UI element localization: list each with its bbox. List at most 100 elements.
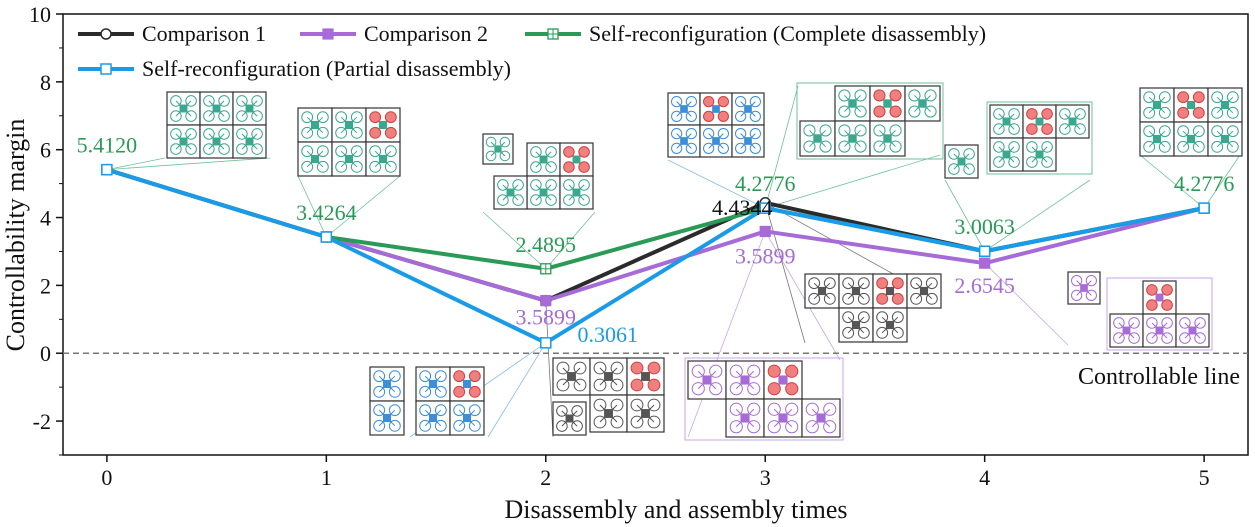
y-tick-label: 6 bbox=[40, 138, 51, 163]
series-marker bbox=[100, 28, 112, 40]
x-tick-label: 2 bbox=[540, 465, 551, 490]
rotor bbox=[1074, 108, 1086, 120]
module-body bbox=[744, 137, 752, 145]
rotor bbox=[1192, 91, 1205, 104]
data-label: 4.4344 bbox=[712, 195, 773, 220]
rotor bbox=[453, 385, 466, 398]
rotor bbox=[1211, 106, 1224, 119]
rotor bbox=[350, 111, 363, 124]
module-body bbox=[919, 286, 929, 296]
rotor bbox=[630, 378, 644, 392]
rotor bbox=[610, 398, 624, 412]
module-body bbox=[813, 134, 822, 143]
rotor bbox=[593, 361, 607, 375]
module-body bbox=[680, 105, 688, 113]
rotor bbox=[571, 405, 583, 417]
rotor bbox=[578, 161, 590, 173]
x-axis-title: Disassembly and assembly times bbox=[504, 495, 847, 524]
rotor bbox=[785, 420, 799, 434]
rotor bbox=[910, 292, 923, 305]
series-marker bbox=[759, 225, 771, 238]
rotor bbox=[823, 277, 836, 290]
rotor bbox=[563, 194, 575, 206]
module-body bbox=[1035, 150, 1044, 159]
data-label: 3.5899 bbox=[735, 243, 796, 268]
y-tick-label: 10 bbox=[29, 2, 51, 27]
rotor bbox=[384, 126, 397, 139]
rotor bbox=[838, 124, 851, 137]
configuration-inset bbox=[552, 401, 587, 436]
rotor bbox=[545, 179, 557, 191]
module-body bbox=[851, 286, 861, 296]
module-body bbox=[1080, 284, 1088, 292]
module-body bbox=[816, 413, 826, 423]
legend-label: Self-reconfiguration (Complete disassemb… bbox=[589, 21, 986, 46]
rotor bbox=[1158, 125, 1171, 138]
module-body bbox=[506, 188, 515, 197]
module-body bbox=[310, 154, 320, 164]
module-body bbox=[179, 104, 188, 113]
rotor bbox=[671, 110, 683, 122]
rotor bbox=[1085, 275, 1097, 287]
rotor bbox=[647, 378, 661, 392]
rotor bbox=[685, 110, 697, 122]
module-body bbox=[778, 375, 788, 385]
rotor bbox=[873, 140, 886, 153]
rotor bbox=[685, 128, 697, 140]
rotor bbox=[717, 110, 729, 122]
module-body bbox=[1186, 134, 1196, 144]
rotor bbox=[573, 361, 587, 375]
y-tick-label: -2 bbox=[33, 409, 51, 434]
series-marker bbox=[101, 163, 113, 176]
rotor bbox=[1177, 140, 1190, 153]
rotor bbox=[685, 142, 697, 154]
rotor bbox=[647, 398, 661, 412]
rotor bbox=[729, 364, 743, 378]
rotor bbox=[170, 128, 182, 140]
rotor bbox=[335, 145, 348, 158]
rotor bbox=[388, 404, 401, 417]
rotor bbox=[434, 419, 447, 432]
rotor bbox=[468, 419, 481, 432]
module-body bbox=[918, 99, 927, 108]
rotor bbox=[703, 96, 715, 108]
rotor bbox=[1177, 125, 1190, 138]
series-marker bbox=[978, 245, 991, 257]
module-body bbox=[565, 414, 574, 423]
module-body bbox=[848, 99, 857, 108]
rotor bbox=[891, 326, 904, 339]
configuration-inset bbox=[944, 144, 979, 179]
module-body bbox=[680, 137, 688, 145]
rotor bbox=[1085, 289, 1097, 301]
configuration-inset bbox=[1067, 271, 1101, 305]
rotor bbox=[842, 277, 855, 290]
rotor bbox=[185, 143, 197, 155]
rotor bbox=[805, 420, 819, 434]
rotor bbox=[1146, 299, 1158, 311]
rotor bbox=[593, 378, 607, 392]
rotor bbox=[823, 420, 837, 434]
inset-frame bbox=[1106, 277, 1213, 351]
rotor bbox=[610, 415, 624, 429]
rotor bbox=[1074, 123, 1086, 135]
rotor bbox=[499, 150, 511, 162]
rotor bbox=[703, 128, 715, 140]
rotor bbox=[729, 402, 743, 416]
rotor bbox=[729, 420, 743, 434]
rotor bbox=[735, 128, 747, 140]
data-label: 4.2776 bbox=[735, 171, 796, 196]
rotor bbox=[316, 126, 329, 139]
rotor bbox=[963, 163, 975, 175]
rotor bbox=[301, 111, 314, 124]
module-body bbox=[885, 286, 895, 296]
series-marker bbox=[320, 231, 333, 243]
rotor bbox=[1059, 123, 1071, 135]
rotor bbox=[578, 146, 590, 158]
rotor bbox=[185, 128, 197, 140]
rotor bbox=[823, 292, 836, 305]
module-body bbox=[567, 372, 576, 381]
rotor bbox=[854, 89, 867, 102]
rotor bbox=[1026, 156, 1038, 168]
rotor bbox=[735, 142, 747, 154]
